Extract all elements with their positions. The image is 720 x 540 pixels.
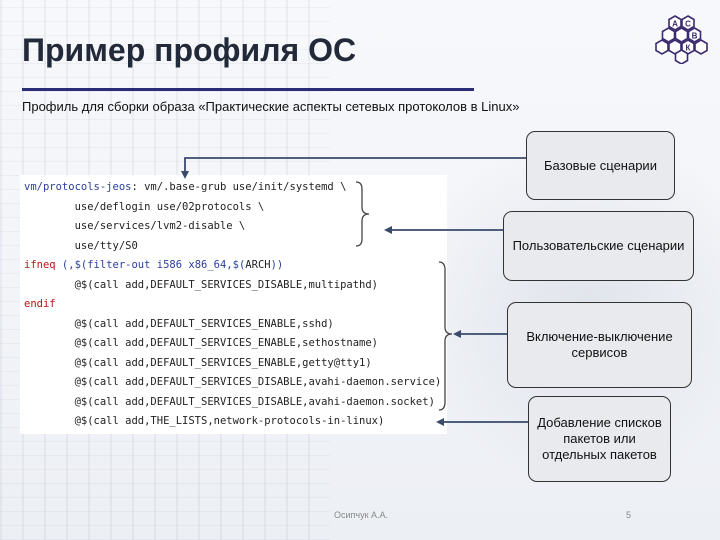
code-line-8: @$(call add,DEFAULT_SERVICES_ENABLE,sshd…	[24, 318, 334, 330]
code-line-13: @$(call add,THE_LISTS,network-protocols-…	[24, 415, 385, 427]
code-dollar-2: $(	[232, 259, 246, 271]
code-target-deps: : vm/.base-grub use/init/systemd \	[131, 181, 347, 193]
page-number: 5	[626, 510, 632, 520]
hexagon-logo-icon: А С В К	[655, 15, 708, 64]
code-target-name: vm/protocols-jeos	[24, 181, 132, 193]
footer-author: Осипчук А.А.	[334, 510, 389, 520]
code-line-6: @$(call add,DEFAULT_SERVICES_DISABLE,mul…	[24, 279, 379, 291]
code-line-11: @$(call add,DEFAULT_SERVICES_DISABLE,ava…	[24, 376, 442, 388]
code-keyword-ifneq: ifneq	[24, 259, 56, 271]
code-line-1: vm/protocols-jeos: vm/.base-grub use/ini…	[24, 177, 346, 197]
code-panel: vm/protocols-jeos: vm/.base-grub use/ini…	[20, 175, 447, 434]
code-line-2: use/deflogin use/02protocols \	[24, 201, 265, 213]
code-func-filter-out: filter-out	[87, 259, 151, 271]
callout-user-scenarios: Пользовательские сценарии	[503, 211, 694, 281]
code-dollar-1: $(	[74, 259, 88, 271]
code-paren-open: (,	[55, 259, 75, 271]
code-line-7: endif	[24, 298, 56, 310]
callout-base-scenarios: Базовые сценарии	[526, 131, 675, 200]
slide-subtitle: Профиль для сборки образа «Практические …	[22, 99, 520, 114]
code-var-arch: ARCH	[245, 259, 271, 271]
code-filter-args: i586 x86_64,	[150, 259, 233, 271]
code-line-4: use/tty/S0	[24, 240, 138, 252]
code-line-12: @$(call add,DEFAULT_SERVICES_DISABLE,ava…	[24, 396, 435, 408]
code-line-10: @$(call add,DEFAULT_SERVICES_ENABLE,gett…	[24, 357, 372, 369]
code-line-9: @$(call add,DEFAULT_SERVICES_ENABLE,seth…	[24, 337, 379, 349]
code-line-5: ifneq (,$(filter-out i586 x86_64,$(ARCH)…	[24, 255, 283, 275]
slide-title: Пример профиля ОС	[22, 32, 357, 68]
callout-services-toggle: Включение-выключение сервисов	[507, 302, 692, 388]
title-underline	[22, 88, 474, 91]
code-paren-close: ))	[270, 259, 284, 271]
logo-letter-k: К	[686, 43, 691, 52]
code-line-3: use/services/lvm2-disable \	[24, 220, 246, 232]
logo-letter-v: В	[692, 31, 698, 40]
callout-package-lists: Добавление списков пакетов или отдельных…	[528, 396, 671, 482]
logo-letter-a: А	[672, 19, 678, 28]
logo-letter-s: С	[685, 19, 691, 28]
